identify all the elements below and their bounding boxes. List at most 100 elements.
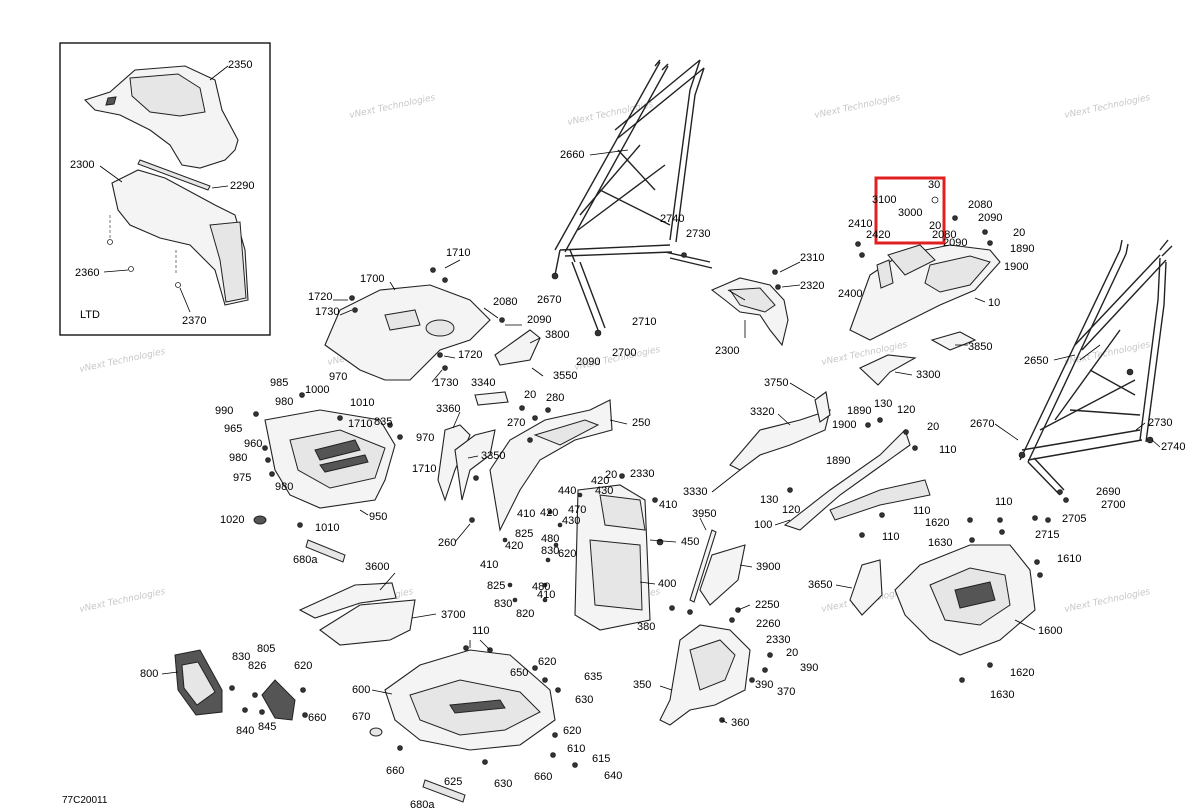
callout: 410 [517, 508, 535, 520]
callout: 2350 [228, 59, 252, 71]
part-3900 [699, 544, 746, 606]
nut [555, 687, 561, 693]
part-250-detail [533, 419, 600, 446]
callout: 270 [507, 417, 525, 429]
nut [762, 667, 768, 673]
nut [349, 295, 355, 301]
part-2650-rollcage [1018, 239, 1173, 496]
callout: 380 [637, 621, 655, 633]
nut [903, 429, 909, 435]
callout: 3700 [441, 609, 465, 621]
callout: 825 [515, 528, 533, 540]
callout: 1710 [348, 418, 372, 430]
frame-brace [577, 144, 671, 231]
fender-detail [954, 581, 996, 609]
leader [1135, 422, 1146, 431]
part-3650 [849, 559, 883, 616]
nut [442, 277, 448, 283]
nut [1045, 517, 1051, 523]
nut [859, 252, 865, 258]
callout: 420 [505, 540, 523, 552]
callout: 2650 [1024, 355, 1048, 367]
nut [1018, 451, 1026, 459]
leader [894, 371, 913, 376]
nut [259, 709, 265, 715]
frame-tube [1119, 239, 1129, 255]
callout: 20 [786, 647, 798, 659]
parts-3600-3700 [298, 529, 746, 646]
callout: 615 [592, 753, 610, 765]
leader [1151, 439, 1161, 448]
leader [777, 413, 791, 426]
callout: 3600 [365, 561, 389, 573]
leader [529, 337, 541, 344]
callout: 2715 [1035, 529, 1059, 541]
callout: 280 [546, 392, 564, 404]
leader [1014, 619, 1036, 631]
callout: 480 [532, 581, 550, 593]
leader [721, 719, 728, 724]
watermark: vNext Technologies [349, 93, 437, 121]
callout: 2410 [848, 218, 872, 230]
side-panels-center [437, 391, 613, 532]
callout: 620 [538, 656, 556, 668]
nut [502, 537, 508, 543]
highlight-box [874, 176, 946, 245]
callout: 830 [232, 651, 250, 663]
nut [656, 538, 664, 546]
watermark: vNext Technologies [814, 93, 902, 121]
leader [333, 299, 353, 316]
leader [589, 149, 629, 156]
callout: 1000 [305, 384, 329, 396]
callout: 970 [416, 432, 434, 444]
callout: 20 [927, 421, 939, 433]
diagram-code: 77C20011 [62, 795, 108, 806]
frame-tube [1159, 239, 1173, 257]
part-2350-window [129, 73, 206, 117]
callout: 1720 [308, 291, 332, 303]
nut [437, 352, 443, 358]
nut [229, 685, 235, 691]
callout-labels: 2350 2300 2290 2360 2370 LTD 2660 2740 2… [70, 59, 1185, 811]
leader [467, 455, 479, 459]
callout: 660 [386, 765, 404, 777]
leader [835, 584, 853, 589]
callout: 1720 [458, 349, 482, 361]
callout: 1890 [826, 455, 850, 467]
watermark: vNext Technologies [1064, 587, 1152, 615]
callout: 440 [558, 485, 576, 497]
callout: 30 [928, 179, 940, 191]
callout: 3000 [898, 207, 922, 219]
panel-round [425, 319, 455, 337]
callout: 980 [229, 452, 247, 464]
nut [1034, 559, 1040, 565]
callout: 120 [897, 404, 915, 416]
nut [352, 307, 358, 313]
part-2350-detail [105, 96, 117, 106]
leader [609, 419, 628, 425]
callout: 430 [562, 515, 580, 527]
nut [912, 445, 918, 451]
callout: 3750 [764, 377, 788, 389]
nut [300, 687, 306, 693]
part-2300-side [209, 221, 247, 303]
callout: 2740 [660, 213, 684, 225]
callout: 2660 [560, 149, 584, 161]
callout: 2710 [632, 316, 656, 328]
frame-tube [664, 251, 713, 269]
callout: 800 [140, 668, 158, 680]
callout: 650 [510, 667, 528, 679]
part-805 [261, 679, 296, 721]
callout: 430 [595, 485, 613, 497]
bracket-panel [689, 639, 736, 691]
part-100-rail [783, 417, 931, 538]
leader [659, 685, 673, 691]
callout: 2090 [576, 356, 600, 368]
nut [767, 652, 773, 658]
nut [1146, 436, 1154, 444]
nut [430, 267, 436, 273]
nut [969, 537, 975, 543]
inset-border [59, 42, 271, 336]
watermark: vNext Technologies [1064, 93, 1152, 121]
leader [211, 185, 229, 189]
